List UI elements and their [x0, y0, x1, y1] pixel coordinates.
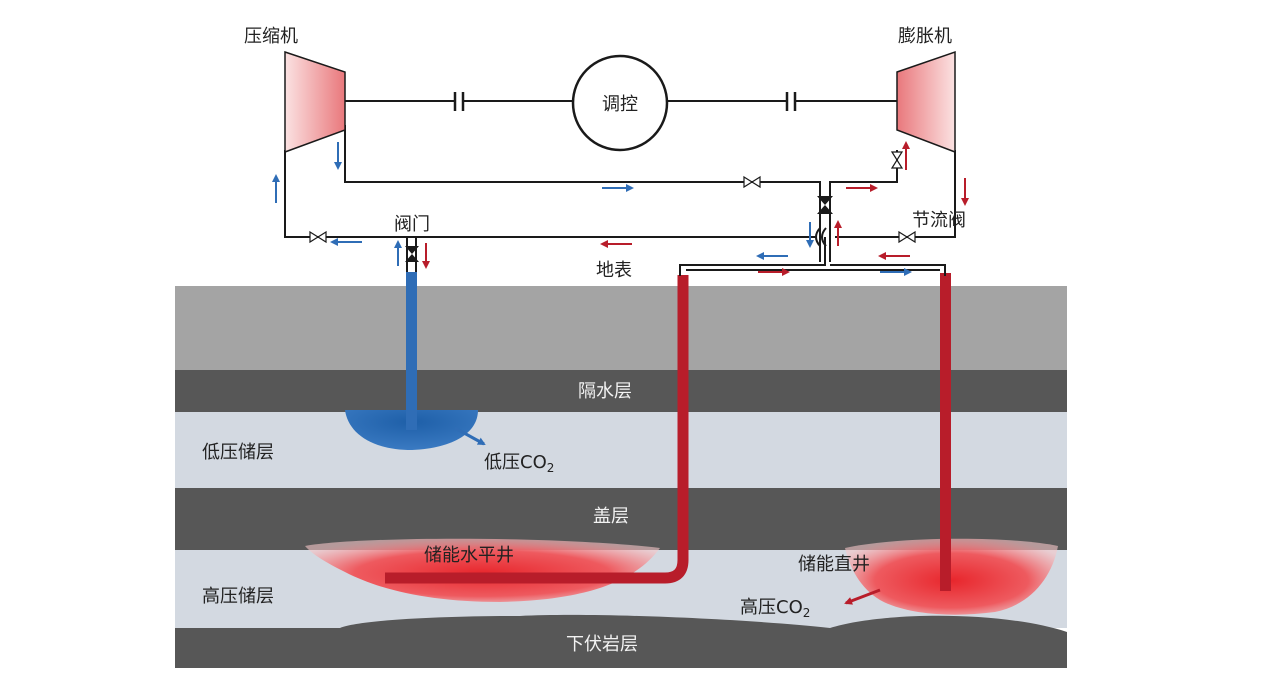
underlying-rock-layer: [175, 614, 1067, 668]
valve-left-bottom[interactable]: [309, 230, 327, 244]
valve-label: 阀门: [394, 214, 430, 235]
caprock-label: 盖层: [593, 506, 629, 527]
low-pressure-reservoir-label: 低压储层: [202, 442, 274, 463]
valve-top-line[interactable]: [743, 175, 761, 189]
compressor-label: 压缩机: [244, 26, 298, 47]
aquiclude-layer: [175, 370, 1067, 412]
control-unit: [571, 54, 669, 152]
underlying-rock-label: 下伏岩层: [566, 634, 638, 655]
aquiclude-label: 隔水层: [578, 381, 632, 402]
caprock-layer: [175, 488, 1067, 550]
surface-piping: [284, 92, 956, 276]
high-pressure-co2-label: 高压CO2: [740, 597, 810, 620]
vertical-storage-well: [940, 273, 951, 591]
surface-soil-layer: [175, 286, 1067, 370]
vertical-well-label: 储能直井: [798, 554, 870, 575]
low-pressure-reservoir-layer: [175, 412, 1067, 488]
arrow-blue-low-co2: [454, 426, 486, 446]
strata: [175, 286, 1067, 668]
injection-well-blue: [406, 272, 417, 430]
high-pressure-reservoir-label: 高压储层: [202, 586, 274, 607]
control-label: 调控: [602, 94, 638, 115]
valve-expander-inlet[interactable]: [890, 151, 904, 169]
throttle-valve-label: 节流阀: [912, 210, 966, 231]
flow-arrows: [272, 141, 969, 605]
low-pressure-co2-label: 低压CO2: [484, 452, 554, 475]
arrow-red-high-co2: [844, 588, 881, 605]
surface-label: 地表: [596, 260, 632, 281]
throttle-valve[interactable]: [898, 230, 916, 244]
compressor: [284, 50, 346, 154]
horizontal-storage-well: [385, 275, 689, 584]
valve-junction[interactable]: [817, 196, 833, 214]
horizontal-well-label: 储能水平井: [424, 545, 514, 566]
valve-wellhead[interactable]: [405, 246, 419, 262]
horizontal-well-plume: [305, 538, 660, 602]
expander-label: 膨胀机: [898, 26, 952, 47]
expander: [896, 50, 956, 154]
vertical-well-plume: [845, 538, 1058, 615]
